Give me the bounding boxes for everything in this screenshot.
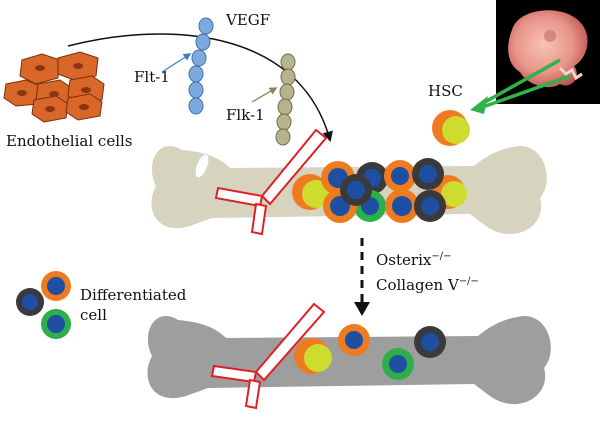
endothelial-cells-label: Endothelial cells: [6, 132, 132, 150]
collagen-label: Collagen V−/−: [376, 276, 479, 294]
flt1-receptor-chain: [188, 17, 214, 115]
hsc-arrowhead: [470, 96, 488, 114]
hsc-cell: [294, 338, 332, 374]
knockout-marrow-cells: [294, 324, 446, 380]
differentiated-cell: [340, 174, 372, 206]
differentiated-label-line2: cell: [80, 306, 107, 324]
hsc-label: HSC: [428, 82, 463, 100]
blood-vessel-knockout: [210, 302, 326, 410]
differentiated-cell: [338, 324, 370, 356]
hsc-cell: [432, 110, 470, 146]
differentiated-cell: [414, 190, 446, 222]
endothelial-cell: [3, 79, 41, 107]
legend-cell-black: [16, 288, 44, 316]
hsc-arrow-shaft-2: [479, 74, 571, 110]
hsc-arrow-shaft: [477, 58, 561, 108]
legend-cell-green: [41, 309, 71, 339]
endothelial-cell: [65, 93, 103, 121]
differentiated-cell-legend: [16, 271, 71, 339]
bone-marrow-cell-cluster: [292, 158, 467, 223]
bone-foramen: [195, 154, 209, 178]
differentiated-cell: [412, 158, 444, 190]
flt1-pointer-arrow: [161, 53, 192, 73]
endothelial-cell: [31, 95, 69, 123]
differentiated-cell: [382, 348, 414, 380]
differentiated-cell: [385, 189, 419, 223]
endothelial-cells-cluster: [3, 51, 105, 123]
blood-vessel-wildtype: [214, 128, 328, 236]
differentiated-cell: [414, 326, 446, 358]
differentiated-cell: [384, 160, 416, 192]
flk1-receptor-chain: [275, 53, 296, 146]
migration-arrow: [67, 33, 333, 143]
flk1-label: Flk-1: [226, 106, 265, 124]
embryo-photo: [496, 0, 600, 104]
endothelial-cell: [57, 51, 99, 81]
flt1-label: Flt-1: [134, 68, 170, 86]
legend-cell-orange: [41, 271, 71, 301]
knockout-arrowhead: [354, 302, 370, 316]
hsc-cell: [292, 174, 330, 210]
vegf-label: VEGF: [225, 11, 270, 29]
flk1-pointer-arrow: [251, 87, 278, 103]
differentiated-label-line1: Differentiated: [80, 286, 187, 304]
endothelial-cell: [19, 53, 61, 85]
osterix-label: Osterix−/−: [376, 251, 451, 269]
